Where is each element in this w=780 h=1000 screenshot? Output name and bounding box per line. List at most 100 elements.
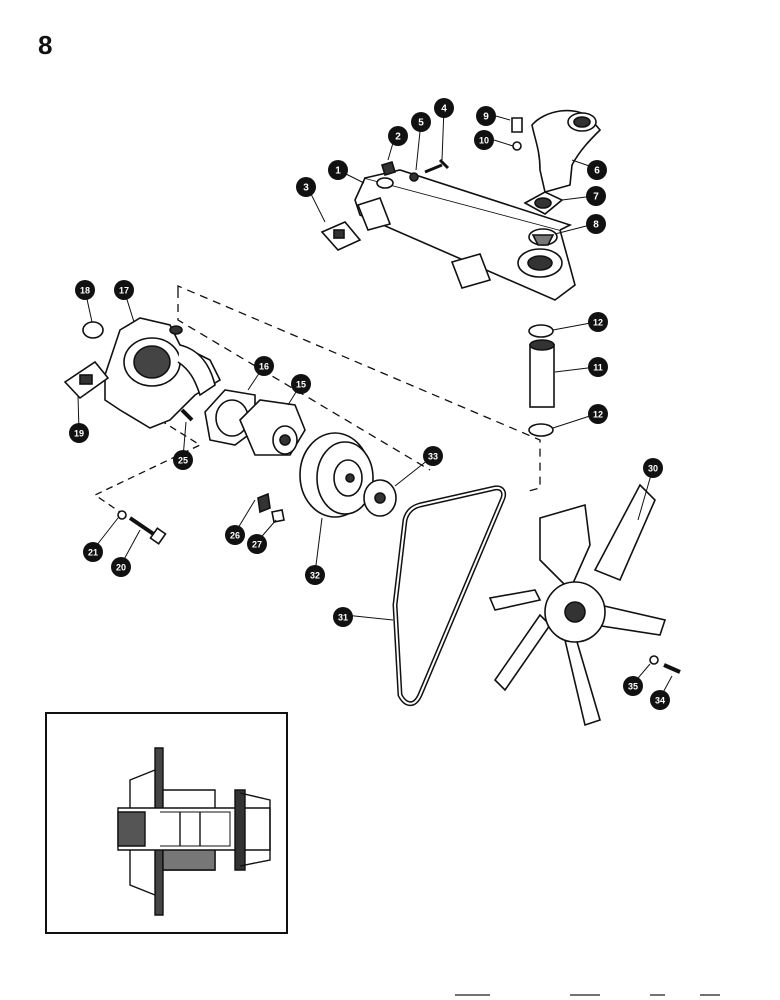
callout-c16: 16 bbox=[254, 356, 274, 376]
callout-label: 4 bbox=[441, 104, 447, 115]
callout-label: 11 bbox=[593, 363, 603, 373]
callout-circle bbox=[291, 374, 311, 394]
callout-c35: 35 bbox=[623, 676, 643, 696]
callout-c26: 26 bbox=[225, 525, 245, 545]
page-number: 8 bbox=[38, 30, 53, 60]
callout-c17: 17 bbox=[114, 280, 134, 300]
callout-c7: 7 bbox=[586, 186, 606, 206]
callout-c31: 31 bbox=[333, 607, 353, 627]
inset-cross-section bbox=[45, 712, 288, 934]
callout-c33: 33 bbox=[423, 446, 443, 466]
callout-label: 1 bbox=[335, 166, 341, 177]
callout-c19: 19 bbox=[69, 423, 89, 443]
hose-clamp-top bbox=[528, 324, 554, 338]
callout-group: 1234567891011121215161718192021252627303… bbox=[69, 98, 670, 710]
callout-c9: 9 bbox=[476, 106, 496, 126]
callout-label: 6 bbox=[594, 166, 600, 177]
nut-5 bbox=[409, 172, 419, 182]
callout-circle bbox=[173, 450, 193, 470]
bolt-20 bbox=[128, 516, 157, 537]
callout-c12a: 12 bbox=[588, 312, 608, 332]
stud bbox=[180, 408, 194, 422]
callout-circle bbox=[588, 357, 608, 377]
bolt-4 bbox=[424, 158, 450, 174]
callout-circle bbox=[434, 98, 454, 118]
fan bbox=[488, 483, 667, 727]
callout-label: 32 bbox=[310, 571, 320, 581]
callout-label: 35 bbox=[628, 682, 638, 692]
callout-label: 12 bbox=[593, 318, 603, 328]
callout-c34: 34 bbox=[650, 690, 670, 710]
callout-circle bbox=[474, 130, 494, 150]
callout-label: 12 bbox=[593, 410, 603, 420]
callout-c1: 1 bbox=[328, 160, 348, 180]
callout-c2: 2 bbox=[388, 126, 408, 146]
pump-cross-section bbox=[117, 747, 271, 916]
callout-circle bbox=[328, 160, 348, 180]
callout-label: 19 bbox=[74, 429, 84, 439]
callout-label: 31 bbox=[338, 613, 348, 623]
bypass-hose bbox=[529, 339, 555, 408]
callout-circle bbox=[588, 404, 608, 424]
outlet-elbow bbox=[531, 109, 602, 193]
callout-c18: 18 bbox=[75, 280, 95, 300]
callout-c27: 27 bbox=[247, 534, 267, 554]
callout-circle bbox=[296, 177, 316, 197]
callout-circle bbox=[423, 446, 443, 466]
callout-circle bbox=[588, 312, 608, 332]
pump-gasket bbox=[204, 389, 256, 446]
pump-pulley bbox=[299, 432, 374, 518]
callout-circle bbox=[476, 106, 496, 126]
callout-c4: 4 bbox=[434, 98, 454, 118]
water-pump bbox=[239, 399, 306, 456]
callout-label: 9 bbox=[483, 112, 489, 123]
callout-circle bbox=[650, 690, 670, 710]
callout-circle bbox=[411, 112, 431, 132]
callout-label: 20 bbox=[116, 563, 126, 573]
washer-10 bbox=[512, 141, 522, 151]
callout-label: 26 bbox=[230, 531, 240, 541]
fan-hub bbox=[363, 479, 397, 517]
callout-label: 10 bbox=[479, 136, 489, 146]
callout-c15: 15 bbox=[291, 374, 311, 394]
callout-label: 3 bbox=[303, 183, 309, 194]
callout-c11: 11 bbox=[588, 357, 608, 377]
callout-label: 25 bbox=[178, 456, 188, 466]
callout-circle bbox=[623, 676, 643, 696]
callout-label: 33 bbox=[428, 452, 438, 462]
bolt-9 bbox=[511, 117, 523, 133]
callout-circle bbox=[586, 186, 606, 206]
callout-label: 17 bbox=[119, 286, 129, 296]
fan-belt bbox=[392, 485, 507, 707]
bolt-34 bbox=[663, 663, 681, 674]
manifold-gasket-left bbox=[320, 221, 362, 251]
callout-label: 7 bbox=[593, 192, 599, 203]
callout-label: 27 bbox=[252, 540, 262, 550]
housing-gasket bbox=[63, 360, 110, 400]
callout-label: 2 bbox=[395, 132, 401, 143]
callout-circle bbox=[305, 565, 325, 585]
callout-circle bbox=[75, 280, 95, 300]
callout-label: 21 bbox=[88, 548, 98, 558]
assembly-dashed-line bbox=[177, 285, 541, 493]
thermostat bbox=[528, 228, 558, 246]
callout-circle bbox=[225, 525, 245, 545]
lock-washer bbox=[257, 492, 271, 514]
callout-c5: 5 bbox=[411, 112, 431, 132]
callout-label: 18 bbox=[80, 286, 90, 296]
callout-c32: 32 bbox=[305, 565, 325, 585]
callout-circle bbox=[114, 280, 134, 300]
callout-label: 30 bbox=[648, 464, 658, 474]
hose-clamp-bottom bbox=[528, 423, 554, 437]
callout-label: 15 bbox=[296, 380, 306, 390]
callout-c3: 3 bbox=[296, 177, 316, 197]
callout-label: 16 bbox=[259, 362, 269, 372]
callout-c10: 10 bbox=[474, 130, 494, 150]
callout-circle bbox=[586, 214, 606, 234]
callout-circle bbox=[254, 356, 274, 376]
callout-circle bbox=[587, 160, 607, 180]
callout-label: 8 bbox=[593, 220, 599, 231]
callout-circle bbox=[333, 607, 353, 627]
pipe-plug bbox=[381, 161, 396, 176]
